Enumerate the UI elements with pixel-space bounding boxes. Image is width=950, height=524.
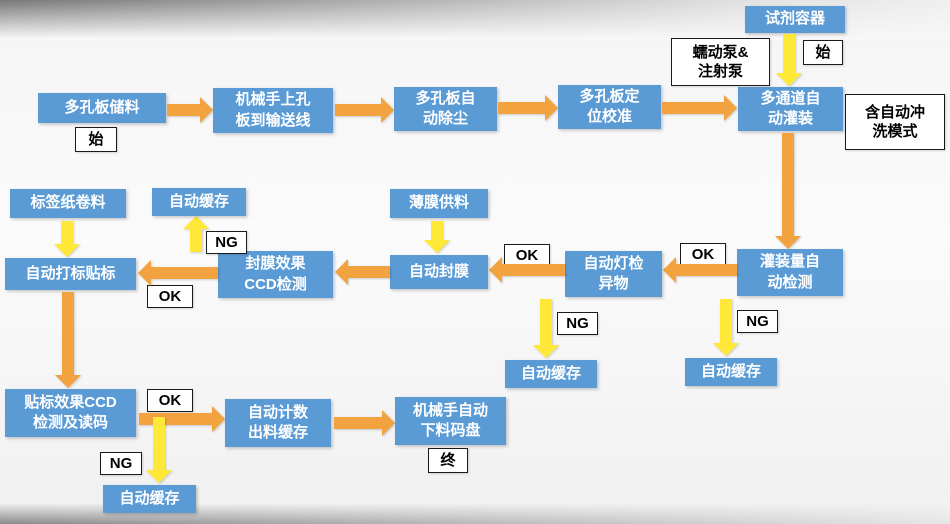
label-ok-light-inspect: OK [504, 244, 550, 267]
arrow-seal-ccd-ok-to-labeling [138, 260, 218, 286]
arrow-label-ccd-ng-to-buffer [146, 417, 172, 483]
arrow-storage-to-load [167, 97, 213, 123]
label-start-fill-line: 始 [803, 40, 843, 65]
arrow-volume-check-ng-to-buffer [713, 299, 739, 356]
flow-node-reagent-container: 试剂容器 [745, 6, 845, 33]
arrow-light-inspect-to-seal [489, 257, 565, 283]
label-ok-volume-check: OK [680, 243, 726, 266]
arrow-count-to-unload [334, 410, 395, 436]
flow-node-seal-ccd-check: 封膜效果 CCD检测 [218, 251, 333, 298]
flow-node-auto-buffer-seal: 自动缓存 [152, 188, 246, 216]
flow-node-auto-buffer-volume: 自动缓存 [685, 358, 777, 386]
flow-node-auto-buffer-light: 自动缓存 [505, 360, 597, 388]
arrow-light-inspect-ng-to-buffer [533, 299, 559, 358]
label-rinse-mode: 含自动冲 洗模式 [845, 94, 945, 150]
flow-node-plate-align: 多孔板定 位校准 [558, 85, 661, 129]
flow-node-auto-label: 自动打标贴标 [5, 258, 136, 290]
label-pump-types: 蠕动泵& 注射泵 [671, 38, 770, 86]
flow-node-fill-volume-check: 灌装量自 动检测 [737, 249, 843, 296]
flow-node-plate-dedust: 多孔板自 动除尘 [394, 87, 497, 131]
arrow-label-roll-to-labeling [54, 221, 80, 257]
label-ng-volume-check: NG [737, 310, 778, 333]
flow-node-count-out-buffer: 自动计数 出料缓存 [225, 399, 331, 447]
label-ng-seal-ccd: NG [206, 231, 247, 254]
flow-node-robot-unload: 机械手自动 下料码盘 [395, 397, 506, 445]
flow-node-light-inspect: 自动灯检 异物 [565, 251, 662, 297]
label-ng-label-ccd: NG [100, 452, 142, 475]
arrow-labeling-to-label-ccd [55, 292, 82, 388]
label-start-main-line: 始 [75, 127, 117, 152]
arrow-seal-ccd-ng-to-buffer [183, 216, 209, 252]
flow-node-auto-buffer-label: 自动缓存 [103, 485, 196, 513]
label-ng-light-inspect: NG [557, 312, 598, 335]
label-ok-label-ccd: OK [147, 389, 193, 412]
arrow-reagent-to-fill [776, 34, 802, 86]
flow-node-plate-storage: 多孔板储料 [38, 93, 166, 123]
flow-node-film-supply: 薄膜供料 [390, 189, 488, 218]
arrow-film-supply-to-seal [424, 221, 450, 253]
arrow-fill-to-volume-check [775, 133, 802, 249]
arrow-load-to-dedust [335, 97, 394, 123]
flow-node-label-roll: 标签纸卷料 [10, 189, 126, 218]
flow-node-robot-load-plate: 机械手上孔 板到输送线 [213, 88, 333, 133]
arrow-align-to-fill [662, 95, 737, 121]
flow-node-label-ccd-check: 贴标效果CCD 检测及读码 [5, 389, 136, 437]
flow-node-auto-seal: 自动封膜 [390, 255, 488, 289]
arrow-seal-to-seal-ccd [335, 259, 390, 285]
label-ok-seal-ccd: OK [147, 285, 193, 308]
flow-node-multichannel-fill: 多通道自 动灌装 [738, 87, 843, 131]
label-end: 终 [428, 448, 468, 473]
arrow-volume-check-to-light-inspect [663, 257, 737, 283]
arrow-dedust-to-align [498, 95, 558, 121]
